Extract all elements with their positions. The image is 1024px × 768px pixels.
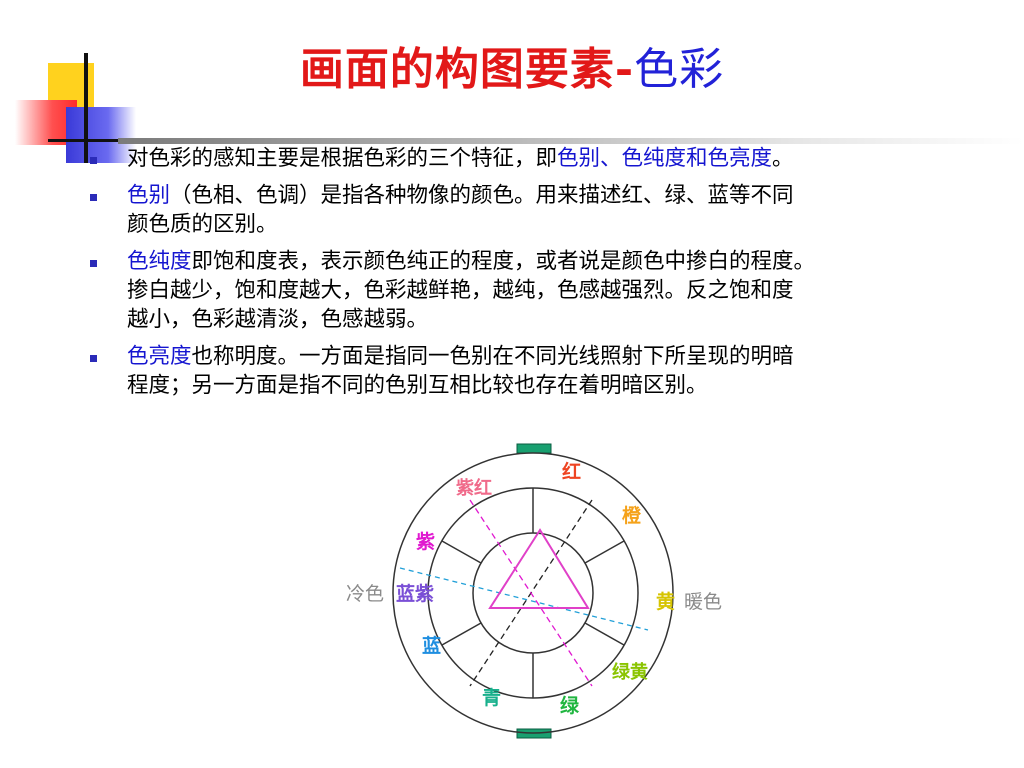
label-cyan: 青 xyxy=(482,687,501,709)
wheel-inner-ring xyxy=(472,532,594,654)
warm-cold-divider xyxy=(399,567,649,631)
color-wheel-diagram: 红 橙 黄 暖色 绿黄 绿 青 蓝 冷色 蓝紫 紫 紫红 xyxy=(346,443,722,739)
bullet-1-highlight: 色别、色纯度和色亮度 xyxy=(557,146,773,171)
bullet-3-line3: 越小，色彩越清淡，色感越弱。 xyxy=(127,307,429,332)
bullet-4-line1: 也称明度。一方面是指同一色别在不同光线照射下所呈现的明暗 xyxy=(191,344,794,369)
bullet-4-line2: 程度；另一方面是指不同的色别互相比较也存在着明暗区别。 xyxy=(127,373,708,398)
bullet-2-line2: 颜色质的区别。 xyxy=(127,212,278,237)
complementary-axis-magenta xyxy=(469,499,593,687)
label-blue: 蓝 xyxy=(422,634,441,657)
title-sub: 色彩 xyxy=(634,44,725,95)
bullet-square-icon xyxy=(90,157,97,164)
wheel-spokes xyxy=(441,488,625,698)
label-red: 红 xyxy=(562,460,581,483)
bullet-list: 对色彩的感知主要是根据色彩的三个特征，即色别、色纯度和色亮度。 色别（色相、色调… xyxy=(90,144,1024,408)
wheel-top-handle xyxy=(516,443,552,454)
label-purple: 紫 xyxy=(416,531,435,553)
bullet-4-highlight: 色亮度 xyxy=(127,344,192,369)
deco-vertical-line xyxy=(84,53,88,163)
page-title: 画面的构图要素-色彩 xyxy=(0,33,1024,97)
bullet-item-3: 色纯度即饱和度表，表示颜色纯正的程度，或者说是颜色中掺白的程度。 掺白越少，饱和… xyxy=(90,247,1024,334)
label-green: 绿 xyxy=(560,694,580,717)
wheel-outer-ring xyxy=(392,452,674,734)
deco-blue-square xyxy=(66,107,136,163)
bullet-item-4: 色亮度也称明度。一方面是指同一色别在不同光线照射下所呈现的明暗 程度；另一方面是… xyxy=(90,342,1024,400)
bullet-3-line2: 掺白越少，饱和度越大，色彩越鲜艳，越纯，色感越强烈。反之饱和度 xyxy=(127,278,794,303)
label-purple-red: 紫红 xyxy=(456,477,492,499)
bullet-2-line1: （色相、色调）是指各种物像的颜色。用来描述红、绿、蓝等不同 xyxy=(170,183,794,208)
bullet-1-text: 对色彩的感知主要是根据色彩的三个特征，即 xyxy=(127,146,558,171)
title-main: 画面的构图要素 xyxy=(299,44,615,95)
label-cold: 冷色 xyxy=(346,583,384,605)
bullet-square-icon xyxy=(90,355,97,362)
bullet-square-icon xyxy=(90,260,97,267)
bullet-3-highlight: 色纯度 xyxy=(127,249,192,274)
label-yellow-green: 绿黄 xyxy=(612,661,648,683)
title-underline xyxy=(118,138,1024,144)
deco-horizontal-line xyxy=(48,139,140,142)
primary-color-triangle xyxy=(488,528,590,609)
bullet-item-1: 对色彩的感知主要是根据色彩的三个特征，即色别、色纯度和色亮度。 xyxy=(90,144,1024,173)
label-yellow: 黄 xyxy=(656,590,675,613)
bullet-item-2: 色别（色相、色调）是指各种物像的颜色。用来描述红、绿、蓝等不同 颜色质的区别。 xyxy=(90,181,1024,239)
bullet-square-icon xyxy=(90,194,97,201)
bullet-2-highlight: 色别 xyxy=(127,183,171,208)
label-orange: 橙 xyxy=(622,504,642,527)
corner-decoration xyxy=(10,53,140,165)
label-blue-purple: 蓝紫 xyxy=(396,582,434,605)
bullet-3-line1: 即饱和度表，表示颜色纯正的程度，或者说是颜色中掺白的程度。 xyxy=(191,249,816,274)
bullet-1-end: 。 xyxy=(772,146,794,171)
title-separator: - xyxy=(614,44,635,95)
label-warm: 暖色 xyxy=(684,591,722,613)
